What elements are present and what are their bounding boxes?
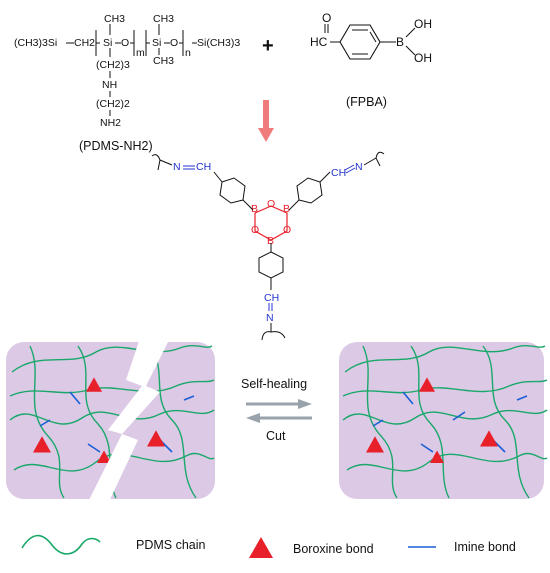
aldehyde-oxygen: O xyxy=(322,11,331,25)
si2-methyl-bottom: CH3 xyxy=(153,55,174,67)
ring-b2: B xyxy=(283,203,290,215)
boroxine-ring xyxy=(254,205,288,241)
imine-ch-right: CH xyxy=(331,167,346,179)
legend-chain-label: PDMS chain xyxy=(136,538,206,552)
boroxine-triangle xyxy=(419,377,435,392)
boroxine-triangle xyxy=(366,436,384,453)
pdms-chain xyxy=(149,345,197,499)
subscript-n: n xyxy=(185,47,191,59)
pdms-chain xyxy=(346,452,548,472)
boroxine-triangle xyxy=(97,450,111,464)
imine-link xyxy=(372,419,384,427)
pdms-chain xyxy=(410,345,450,499)
healed-network xyxy=(342,345,548,499)
trimethylsilyl-left: (CH3)3Si xyxy=(14,37,57,49)
cut-label: Cut xyxy=(266,429,286,443)
pdms-chain xyxy=(9,379,215,397)
legend-boroxine-swatch xyxy=(249,537,273,558)
boroxine-product: B B B O O O CH N CH N CH N xyxy=(151,151,385,341)
oxygen-1: O xyxy=(121,37,129,49)
trimethylsilyl-right: Si(CH3)3 xyxy=(197,37,240,49)
pdms-chain xyxy=(344,345,546,373)
propyl-spacer: (CH2)3 xyxy=(96,59,130,71)
legend-boroxine-label: Boroxine bond xyxy=(293,542,374,556)
forward-arrow-head xyxy=(298,399,312,409)
cut-network-panel xyxy=(6,342,215,499)
oxygen-2: O xyxy=(170,37,178,49)
pdms-chain xyxy=(342,379,548,397)
imine-n-bottom: N xyxy=(266,312,274,324)
reverse-arrow-head xyxy=(246,413,260,423)
pdms-chain xyxy=(482,345,530,499)
imine-link xyxy=(69,391,81,405)
pdms-chain xyxy=(9,409,215,425)
pdms-nh2-structure: (CH3)3Si CH2 CH3 Si O m CH3 Si CH3 O n S… xyxy=(14,13,240,153)
boroxine-triangle xyxy=(33,436,51,453)
imine-link xyxy=(420,443,434,453)
imine-link xyxy=(87,443,101,453)
hydroxyl-1: OH xyxy=(414,17,432,31)
imine-link xyxy=(183,395,195,401)
healed-network-panel xyxy=(339,342,544,499)
reaction-arrow xyxy=(258,100,274,142)
ring-o2: O xyxy=(283,224,291,236)
crack-gap xyxy=(86,338,170,508)
pdms-chain xyxy=(11,345,213,373)
imine-n-right: N xyxy=(355,161,363,173)
ethyl-spacer: (CH2)2 xyxy=(96,98,130,110)
legend-imine-label: Imine bond xyxy=(454,540,516,554)
imine-link xyxy=(39,419,51,427)
legend: PDMS chain Boroxine bond Imine bond xyxy=(21,534,516,558)
ring-o3: O xyxy=(251,224,259,236)
pdms-chain xyxy=(342,409,548,425)
boroxine-triangle xyxy=(86,377,102,392)
boroxine-triangle xyxy=(480,430,498,447)
imine-link xyxy=(516,395,528,401)
si-atom-2: Si xyxy=(152,37,161,49)
boroxine-triangle xyxy=(430,450,444,464)
subscript-m: m xyxy=(136,47,145,59)
nh2-group: NH2 xyxy=(100,117,121,129)
ring-o1: O xyxy=(267,198,275,210)
boron-atom: B xyxy=(396,35,404,49)
boroxine-triangle xyxy=(147,430,165,447)
ring-b1: B xyxy=(251,203,258,215)
si-methyl-top: CH3 xyxy=(104,13,125,25)
fpba-structure: O HC B OH OH (FPBA) xyxy=(310,11,432,109)
pdms-chain xyxy=(29,345,65,499)
nh-group: NH xyxy=(102,79,117,91)
imine-link xyxy=(452,411,466,421)
process-arrows: Self-healing Cut xyxy=(241,377,312,443)
hydroxyl-2: OH xyxy=(414,51,432,65)
plus-sign: + xyxy=(262,35,274,57)
ring-b3: B xyxy=(267,235,274,247)
pdms-nh2-label: (PDMS-NH2) xyxy=(79,139,153,153)
si-atom-1: Si xyxy=(103,37,112,49)
fpba-label: (FPBA) xyxy=(346,95,387,109)
imine-ch-left: CH xyxy=(196,161,211,173)
pdms-chain xyxy=(362,345,398,499)
ch2-bridge: CH2 xyxy=(74,37,95,49)
imine-link xyxy=(402,391,414,405)
imine-ch-bottom: CH xyxy=(264,292,279,304)
aldehyde-hc: HC xyxy=(310,35,328,49)
legend-chain-swatch xyxy=(21,534,101,555)
self-healing-label: Self-healing xyxy=(241,377,307,391)
si2-methyl-top: CH3 xyxy=(153,13,174,25)
imine-n-left: N xyxy=(173,161,181,173)
